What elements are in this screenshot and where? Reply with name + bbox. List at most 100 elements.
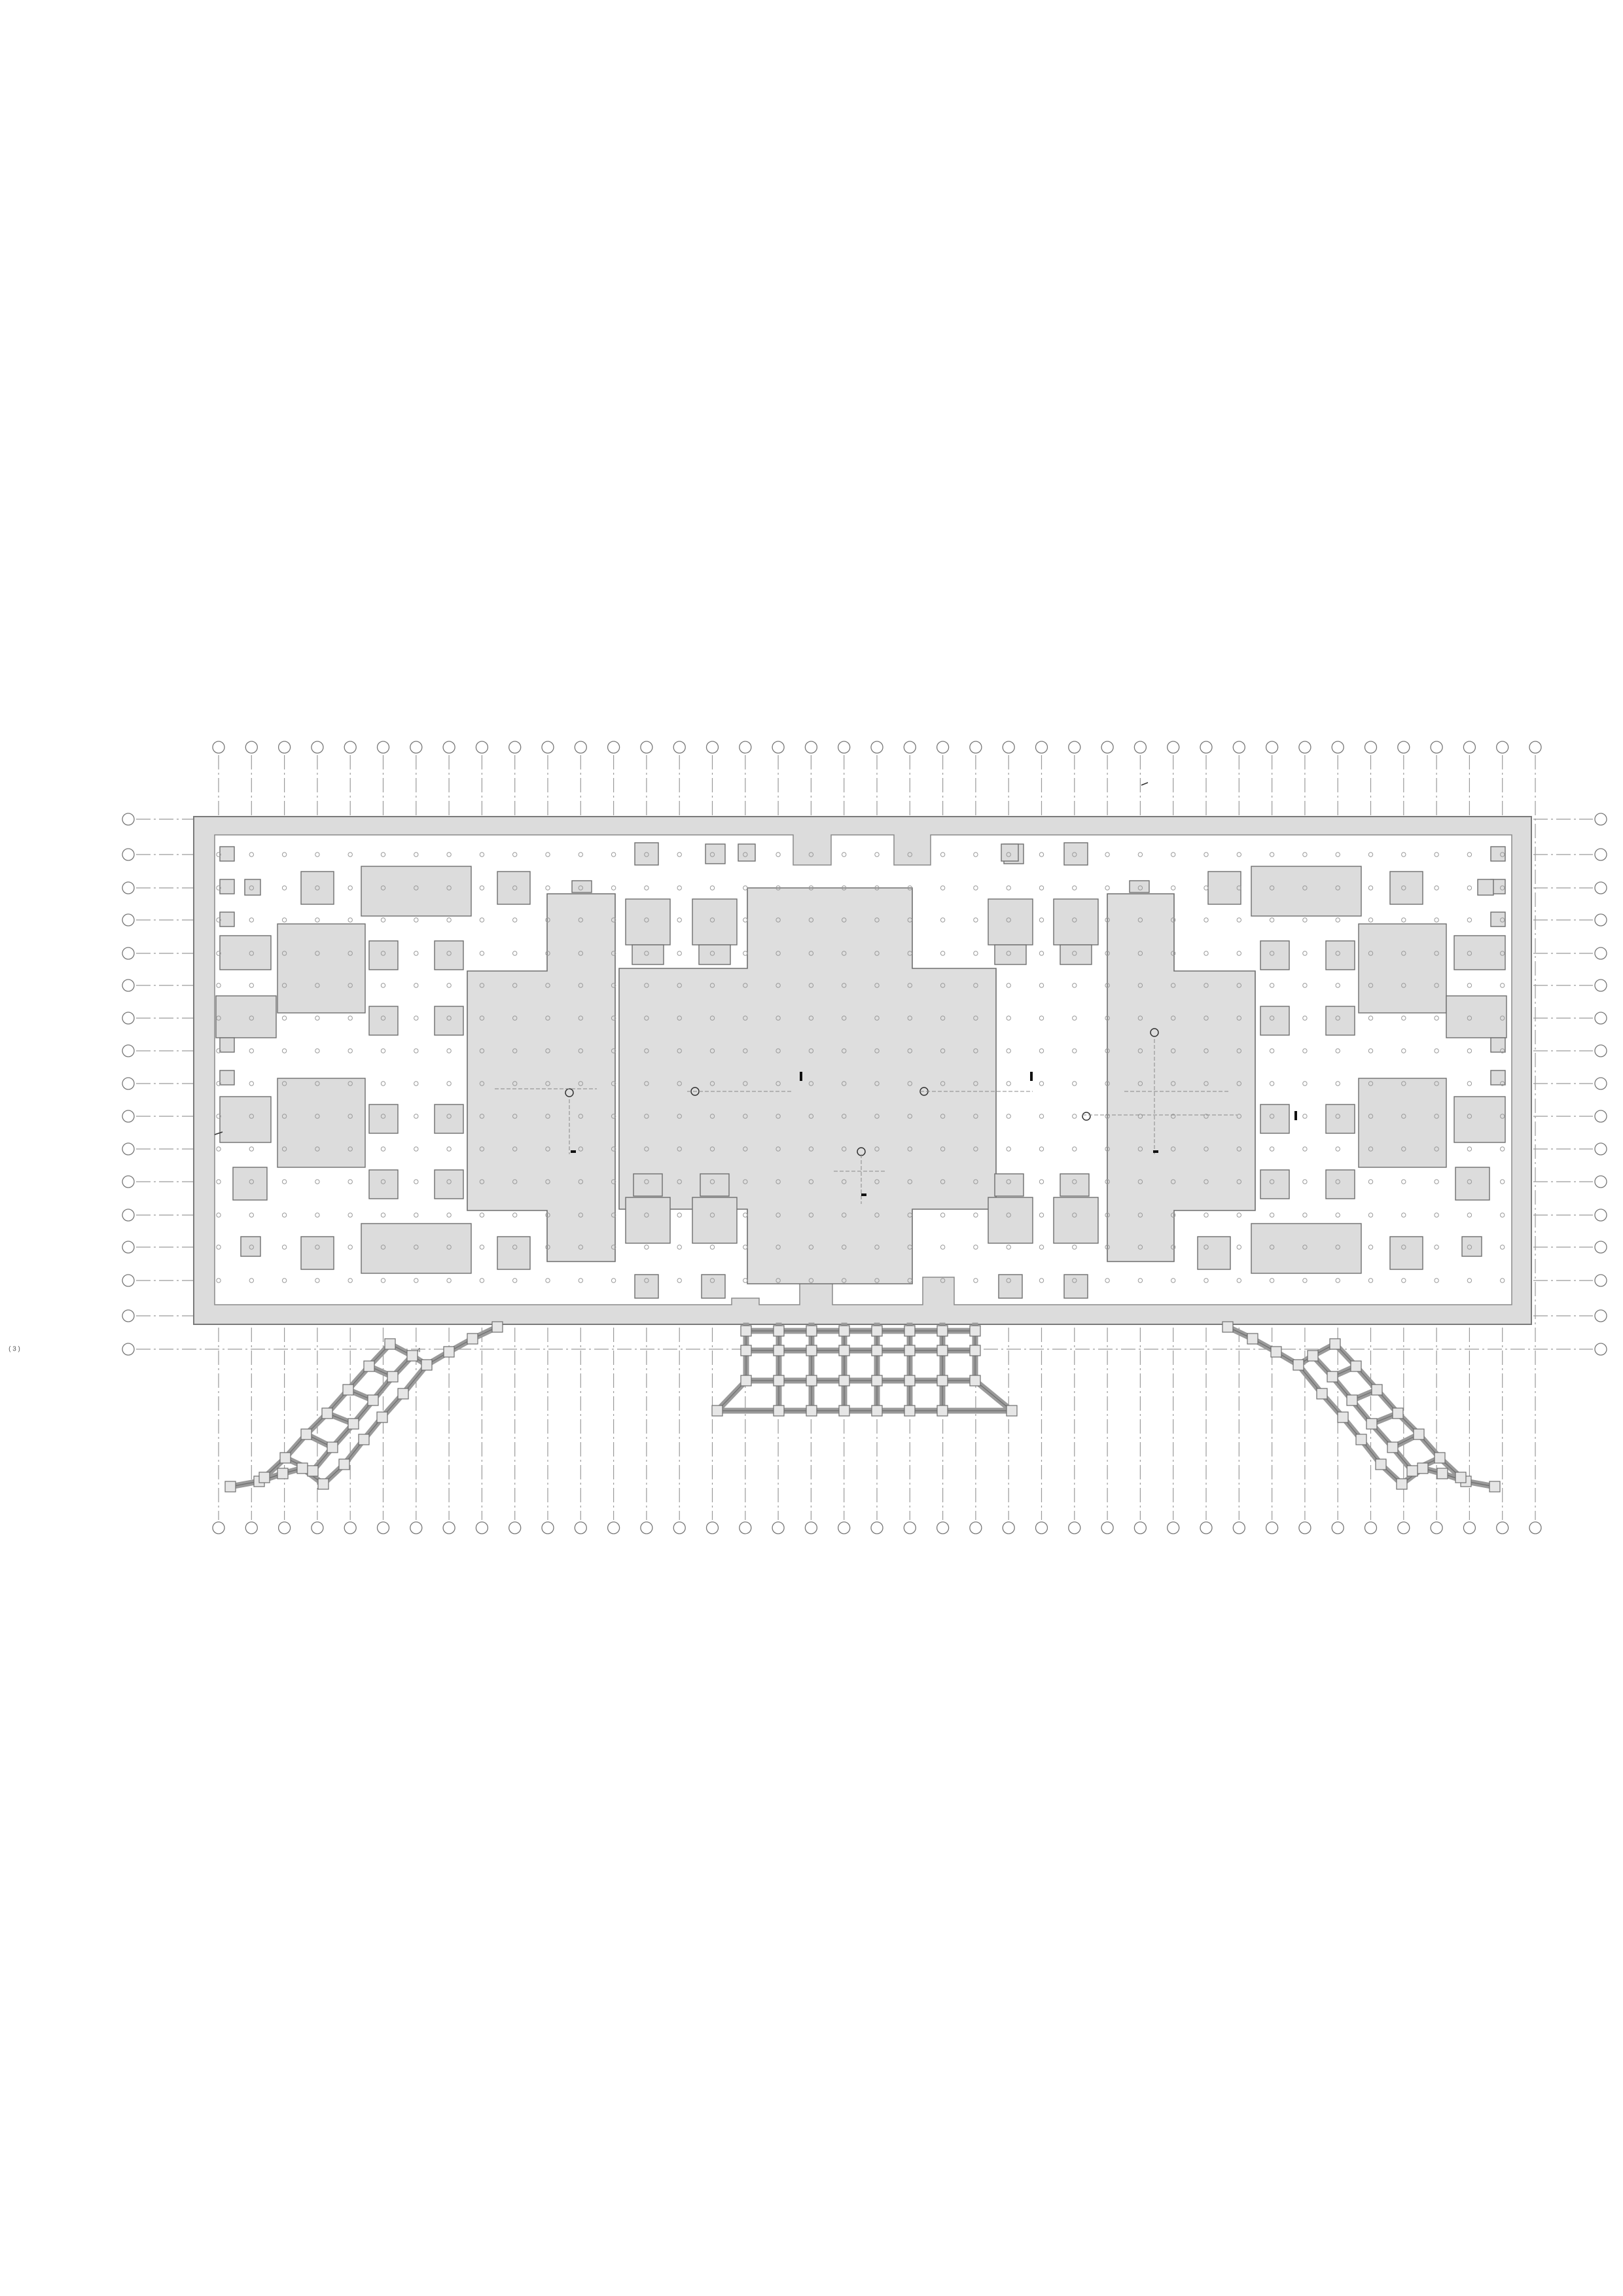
column-marker (545, 1179, 550, 1184)
column-marker (1500, 983, 1505, 988)
column-marker (1401, 1048, 1406, 1053)
ramp-pile (443, 1346, 455, 1358)
column-marker (1269, 1114, 1275, 1119)
column-marker (1467, 1179, 1472, 1184)
column-marker (709, 917, 715, 923)
column-marker (1072, 1016, 1077, 1021)
column-marker (940, 983, 946, 988)
column-marker (1137, 951, 1143, 956)
column-marker (1039, 1146, 1044, 1152)
column-marker (380, 983, 386, 988)
ramp-pile (1417, 1462, 1429, 1474)
column-marker (1500, 1179, 1505, 1184)
grid-bubble-bottom-circle (212, 1521, 225, 1534)
column-marker (1500, 1016, 1505, 1021)
column-marker (874, 885, 880, 891)
column-marker (1500, 885, 1505, 891)
column-marker (709, 1081, 715, 1086)
ramp-pile (1392, 1407, 1404, 1419)
footing-pad (1060, 1173, 1090, 1197)
grid-bubble-bottom-circle (1430, 1521, 1443, 1534)
grid-bubble-bottom-circle (541, 1521, 554, 1534)
column-marker (1467, 983, 1472, 988)
column-marker (842, 852, 847, 857)
grid-bubble-top-circle (1430, 741, 1443, 754)
column-marker (808, 1048, 814, 1053)
footing-pad (219, 846, 235, 862)
grid-bubble-left-circle (122, 848, 135, 861)
footing-pads (215, 842, 1507, 1299)
column-marker (1467, 1016, 1472, 1021)
footing-pad (634, 842, 659, 866)
ramp-pile (773, 1345, 785, 1356)
column-marker (216, 1179, 221, 1184)
footing-pad (633, 1173, 663, 1197)
column-marker (1269, 917, 1275, 923)
column-marker (1171, 1245, 1176, 1250)
column-marker (907, 951, 913, 956)
column-marker (973, 1146, 978, 1152)
column-marker (1204, 1212, 1209, 1218)
column-marker (842, 1016, 847, 1021)
grid-bubble-right-circle (1594, 1209, 1607, 1222)
column-marker (315, 917, 320, 923)
column-marker (545, 852, 550, 857)
ramp-structures (224, 1321, 1501, 1492)
column-marker (709, 852, 715, 857)
column-marker (743, 917, 748, 923)
column-marker (1171, 1114, 1176, 1119)
column-marker (776, 1212, 781, 1218)
column-marker (1204, 1114, 1209, 1119)
grid-bubble-bottom-circle (739, 1521, 752, 1534)
column-marker (973, 1179, 978, 1184)
column-marker (1302, 1016, 1308, 1021)
column-marker (1434, 1114, 1439, 1119)
section-arrow (800, 1072, 802, 1081)
column-marker (677, 1081, 682, 1086)
column-marker (973, 1278, 978, 1283)
column-marker (611, 1016, 616, 1021)
column-marker (1039, 1179, 1044, 1184)
column-marker (512, 1278, 518, 1283)
column-marker (1072, 1081, 1077, 1086)
column-marker (776, 1146, 781, 1152)
grid-bubbles-left (122, 813, 135, 1356)
column-marker (1401, 917, 1406, 923)
column-marker (709, 1048, 715, 1053)
column-marker (874, 1146, 880, 1152)
column-marker (842, 1212, 847, 1218)
column-marker (842, 1114, 847, 1119)
ramp-pile (904, 1405, 916, 1417)
grid-bubble-bottom-circle (1529, 1521, 1542, 1534)
grid-bubble-top-circle (772, 741, 785, 754)
column-marker (1500, 852, 1505, 857)
footing-pad (1389, 1236, 1423, 1270)
ramp-pile (1355, 1434, 1367, 1445)
ramp-pile (1346, 1394, 1358, 1406)
grid-leader (1141, 782, 1149, 786)
grid-bubble-bottom-circle (344, 1521, 357, 1534)
footing-pad (1053, 1197, 1099, 1244)
column-marker (545, 1278, 550, 1283)
column-marker (940, 1212, 946, 1218)
column-marker (644, 1081, 649, 1086)
footing-pad (1389, 871, 1423, 905)
ramp-pile (773, 1405, 785, 1417)
column-marker (512, 1212, 518, 1218)
grid-bubble-left-circle (122, 1241, 135, 1254)
grid-bubble-top-circle (376, 741, 390, 754)
column-marker (1204, 1179, 1209, 1184)
column-marker (907, 1212, 913, 1218)
column-marker (842, 1278, 847, 1283)
ramp-pile (342, 1384, 354, 1396)
column-marker (249, 1179, 254, 1184)
column-marker (1467, 951, 1472, 956)
column-marker (545, 983, 550, 988)
grid-bubble-bottom-circle (969, 1521, 982, 1534)
column-marker (446, 1114, 452, 1119)
ramp-pile (936, 1325, 948, 1337)
ramp-pile (1436, 1468, 1448, 1479)
ramp-pile (384, 1338, 396, 1350)
grid-bubble-left-circle (122, 1175, 135, 1188)
column-marker (1434, 1179, 1439, 1184)
